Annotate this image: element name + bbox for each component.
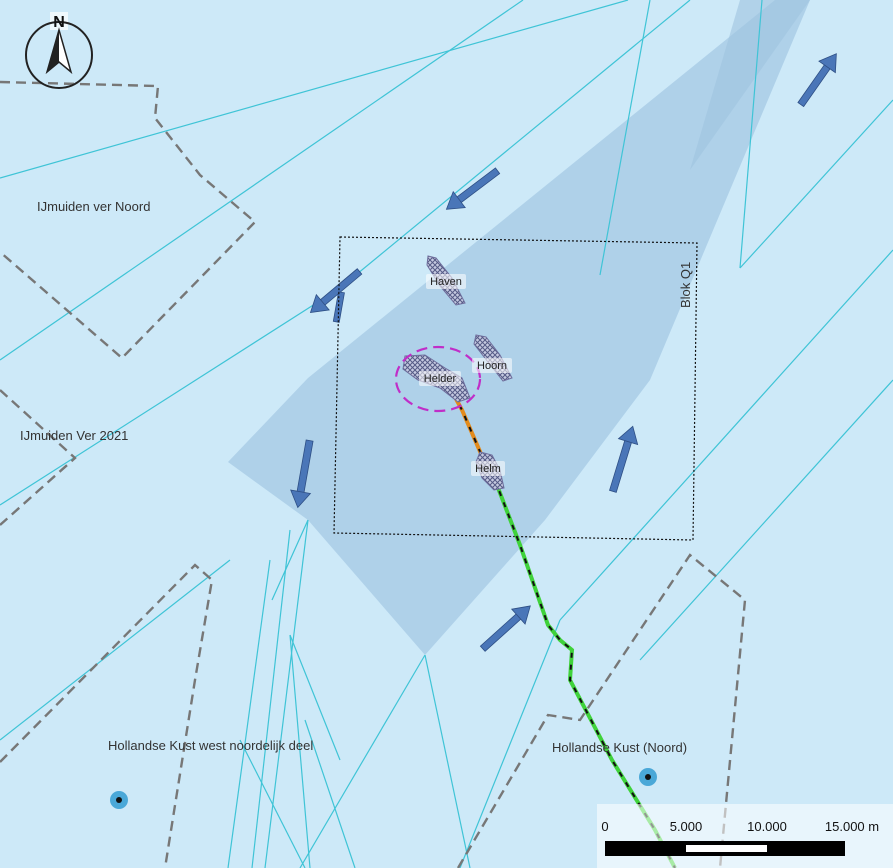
area-label-ijmuiden-ver-noord: IJmuiden ver Noord [37, 199, 150, 214]
block-q1-label: Blok Q1 [678, 262, 693, 308]
scale-tick-10000: 10.000 [747, 819, 787, 834]
field-label-helm: Helm [475, 463, 501, 475]
scale-tick-0: 0 [601, 819, 608, 834]
arrow-n-right [609, 425, 639, 493]
area-label-hollandse-kust-west: Hollandse Kust west noordelijk deel [108, 738, 313, 753]
platform-marker-west[interactable] [110, 791, 128, 809]
arrow-sw-upper [445, 167, 501, 210]
arrow-ne-top-right [797, 53, 837, 108]
scale-tick-5000: 5.000 [670, 819, 703, 834]
field-label-helder: Helder [424, 373, 457, 385]
shipping-zone-edge [690, 0, 810, 170]
scale-bar: 0 5.000 10.000 15.000 m [597, 804, 893, 868]
arrow-ne-bottom [479, 605, 531, 652]
area-label-hollandse-kust-noord: Hollandse Kust (Noord) [552, 740, 687, 755]
platform-marker-east[interactable] [639, 768, 657, 786]
helder-buffer-circle [394, 345, 482, 413]
north-label: N [53, 14, 65, 31]
arrow-s-left [290, 439, 314, 509]
area-label-ijmuiden-ver-2021: IJmuiden Ver 2021 [20, 428, 128, 443]
field-label-hoorn: Hoorn [477, 360, 507, 372]
field-labels: Haven Hoorn Helder Helm [419, 274, 512, 476]
traffic-arrows [290, 53, 837, 652]
north-arrow-compass: N [25, 12, 93, 89]
arrow-sw-left [309, 268, 363, 314]
arrow-s-left-short [332, 291, 345, 323]
shipping-zone [228, 0, 810, 655]
field-label-haven: Haven [430, 276, 462, 288]
area-boundaries [0, 80, 747, 868]
scale-tick-15000: 15.000 m [825, 819, 879, 834]
